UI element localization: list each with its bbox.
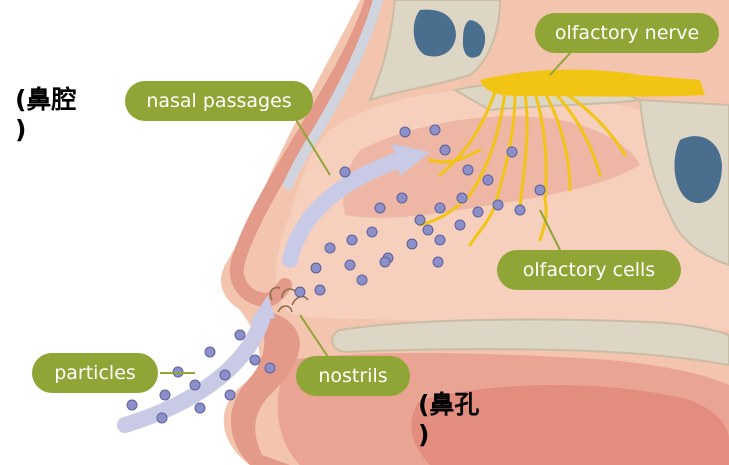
particle-dot [435, 203, 445, 213]
particle-dot [235, 330, 245, 340]
particle-dot [430, 125, 440, 135]
sinus-right [674, 136, 722, 203]
olfactory-nerve-label: olfactory nerve [535, 13, 719, 53]
nostril-annotation: (鼻孔 ) [418, 390, 479, 450]
nasal-passages-label: nasal passages [125, 81, 313, 121]
nostrils-label: nostrils [296, 356, 410, 396]
particle-dot [357, 275, 367, 285]
particle-dot [347, 235, 357, 245]
particle-dot [380, 257, 390, 267]
particle-dot [535, 185, 545, 195]
particle-dot [455, 220, 465, 230]
particle-dot [205, 347, 215, 357]
particle-dot [315, 285, 325, 295]
particle-dot [515, 205, 525, 215]
particle-dot [265, 363, 275, 373]
particle-dot [220, 370, 230, 380]
particle-dot [127, 400, 137, 410]
particle-dot [250, 355, 260, 365]
particle-dot [457, 193, 467, 203]
particle-dot [157, 413, 167, 423]
particle-dot [160, 390, 170, 400]
particle-dot [325, 243, 335, 253]
particle-dot [433, 257, 443, 267]
particle-dot [493, 200, 503, 210]
particle-dot [415, 215, 425, 225]
particle-dot [507, 147, 517, 157]
particle-dot [407, 239, 417, 249]
particle-dot [225, 390, 235, 400]
particle-dot [423, 225, 433, 235]
particle-dot [311, 263, 321, 273]
particle-dot [483, 175, 493, 185]
particle-dot [295, 287, 305, 297]
particle-dot [345, 260, 355, 270]
particle-dot [463, 165, 473, 175]
nasal-cavity-annotation: (鼻腔 ) [15, 85, 76, 145]
particle-dot [397, 193, 407, 203]
particle-dot [473, 207, 483, 217]
particle-dot [375, 203, 385, 213]
particle-dot [190, 380, 200, 390]
particle-dot [340, 167, 350, 177]
particle-dot [367, 227, 377, 237]
particles-label: particles [32, 353, 158, 393]
particle-dot [435, 235, 445, 245]
olfactory-cells-label: olfactory cells [497, 250, 681, 290]
particle-dot [195, 403, 205, 413]
particle-dot [440, 145, 450, 155]
particle-dot [400, 127, 410, 137]
